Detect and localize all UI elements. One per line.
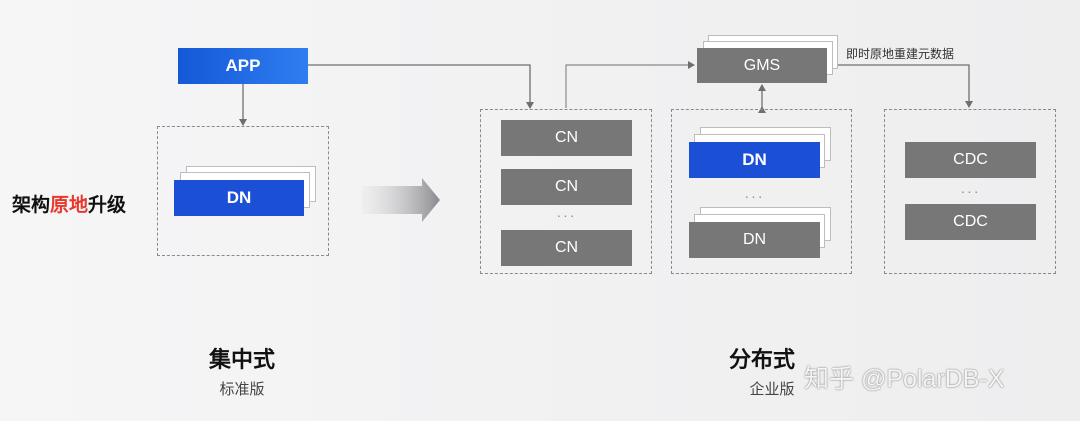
dn-ellipsis: ···: [744, 188, 765, 204]
gms-block: GMS: [697, 48, 827, 83]
app-block: APP: [178, 48, 308, 84]
cdc-block: CDC: [905, 204, 1036, 240]
cn-block: CN: [501, 120, 632, 156]
cn-to-gms-arrow: [565, 61, 695, 108]
title-suffix: 升级: [88, 195, 127, 216]
cdc-ellipsis: ···: [960, 183, 981, 199]
title-highlight: 原地: [50, 195, 89, 216]
distributed-caption: 分布式: [728, 347, 795, 372]
dn-container: [671, 109, 852, 274]
cdc-block: CDC: [905, 142, 1036, 178]
title-prefix: 架构: [12, 195, 51, 216]
centralized-dn-container: [157, 126, 329, 256]
cn-block: CN: [501, 230, 632, 266]
gms-to-cdc-arrow: [829, 64, 973, 108]
cn-container: [480, 109, 652, 274]
gms-note: 即时原地重建元数据: [846, 47, 955, 61]
distributed-dn-block: DN: [689, 222, 820, 258]
distributed-dn-block-primary: DN: [689, 142, 820, 178]
cn-ellipsis: ···: [556, 207, 577, 223]
app-to-cn-arrow: [308, 64, 534, 109]
watermark: 知乎 @PolarDB-X: [804, 365, 1005, 393]
cdc-container: [884, 109, 1056, 274]
architecture-title: 架构原地升级: [12, 190, 126, 217]
centralized-caption: 集中式: [208, 347, 275, 372]
cn-block: CN: [501, 169, 632, 205]
centralized-subcaption: 标准版: [219, 381, 265, 398]
centralized-dn-block: DN: [174, 180, 304, 216]
transition-arrow: [362, 178, 440, 222]
distributed-subcaption: 企业版: [749, 381, 795, 398]
